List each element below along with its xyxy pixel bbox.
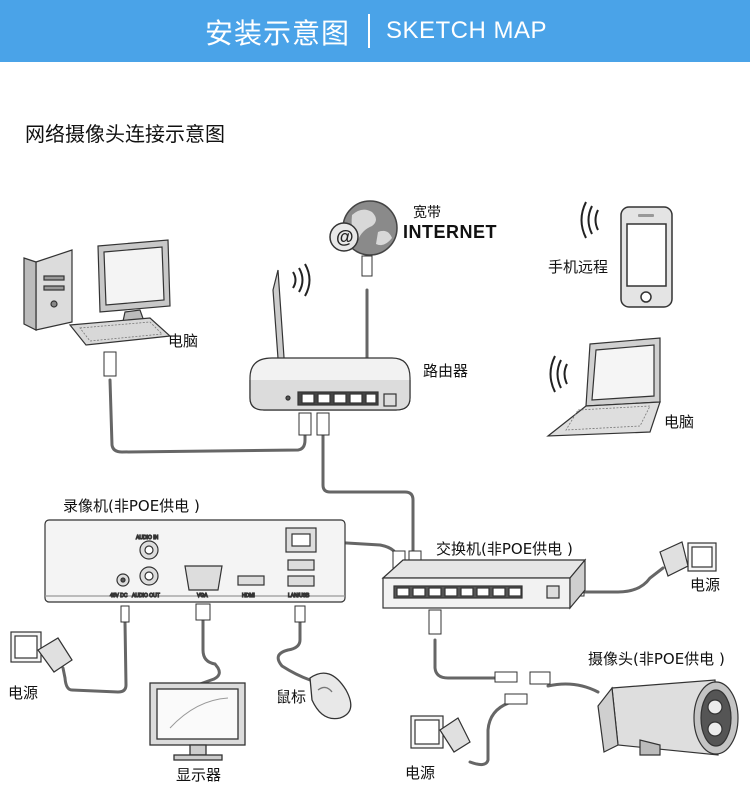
cables xyxy=(61,288,665,767)
label-switch: 交换机(非POE供电 ) xyxy=(436,540,573,558)
rj45-plug xyxy=(428,609,442,635)
usb-plug xyxy=(294,605,306,623)
label-broadband: 宽带 xyxy=(413,205,441,221)
port-label-audio-out: AUDIO OUT xyxy=(132,593,160,599)
port-label-vga: VGA xyxy=(197,593,208,599)
banner-separator xyxy=(368,14,370,48)
power-socket-icon xyxy=(410,715,471,753)
wifi-icon xyxy=(580,201,599,239)
cable-camera-power xyxy=(468,698,522,767)
wifi-icon xyxy=(549,355,568,393)
mouse-icon xyxy=(309,672,352,720)
banner-subtitle: SKETCH MAP xyxy=(386,17,548,44)
label-nvr: 录像机(非POE供电 ) xyxy=(63,497,200,515)
rj45-plug xyxy=(298,412,312,436)
label-internet: INTERNET xyxy=(403,222,497,242)
rj45-plug xyxy=(103,351,117,377)
header-banner xyxy=(0,0,750,62)
internet-globe-icon: @ xyxy=(329,200,398,256)
svg-text:@: @ xyxy=(336,227,354,247)
power-socket-icon xyxy=(10,631,73,673)
wifi-icon xyxy=(292,263,311,297)
monitor-icon xyxy=(149,682,246,761)
label-mouse: 鼠标 xyxy=(276,688,307,706)
desktop-pc-icon xyxy=(23,239,172,346)
rj45-plug xyxy=(529,671,551,685)
label-pc: 电脑 xyxy=(168,332,199,350)
cable-nvr-power xyxy=(61,620,128,694)
rj45-plug xyxy=(494,671,518,683)
network-switch-icon xyxy=(381,558,587,610)
diagram-title: 网络摄像头连接示意图 xyxy=(25,122,225,146)
port-label-lan-usb: LAN/USB xyxy=(288,593,310,599)
port-label-dc: 48V DC xyxy=(110,593,128,599)
label-camera: 摄像头(非POE供电 ) xyxy=(588,650,725,668)
banner-title: 安装示意图 xyxy=(205,17,351,50)
cable-router-switch xyxy=(321,426,415,562)
vga-plug xyxy=(195,603,211,621)
nvr-recorder-icon: AUDIO IN AUDIO OUT 48V DC VGA HDMI LAN/U… xyxy=(44,519,346,603)
cable-pc-router xyxy=(108,378,307,454)
rj45-plug xyxy=(316,412,330,436)
port-label-audio-in: AUDIO IN xyxy=(136,535,159,541)
laptop-icon xyxy=(546,337,661,437)
port-label-hdmi: HDMI xyxy=(242,593,255,599)
rj45-plug xyxy=(361,255,373,277)
dc-plug xyxy=(120,605,130,623)
cable-switch-power xyxy=(580,566,665,594)
power-socket-icon xyxy=(659,541,717,577)
label-power-camera: 电源 xyxy=(405,764,436,782)
connectors xyxy=(103,255,585,705)
label-monitor: 显示器 xyxy=(176,766,222,784)
label-power-switch: 电源 xyxy=(690,576,721,594)
label-phone-remote: 手机远程 xyxy=(548,258,609,276)
bullet-camera-icon xyxy=(597,679,739,756)
cable-vga-monitor xyxy=(198,618,221,686)
router-icon xyxy=(249,269,411,411)
cable-switch-camera xyxy=(433,638,500,680)
dc-plug xyxy=(504,693,528,705)
label-router: 路由器 xyxy=(423,362,469,380)
label-power-nvr: 电源 xyxy=(8,684,39,702)
label-laptop: 电脑 xyxy=(664,413,695,431)
cable-usb-mouse xyxy=(276,620,312,682)
cable-camera-tail xyxy=(546,682,600,694)
smartphone-icon xyxy=(620,206,673,308)
